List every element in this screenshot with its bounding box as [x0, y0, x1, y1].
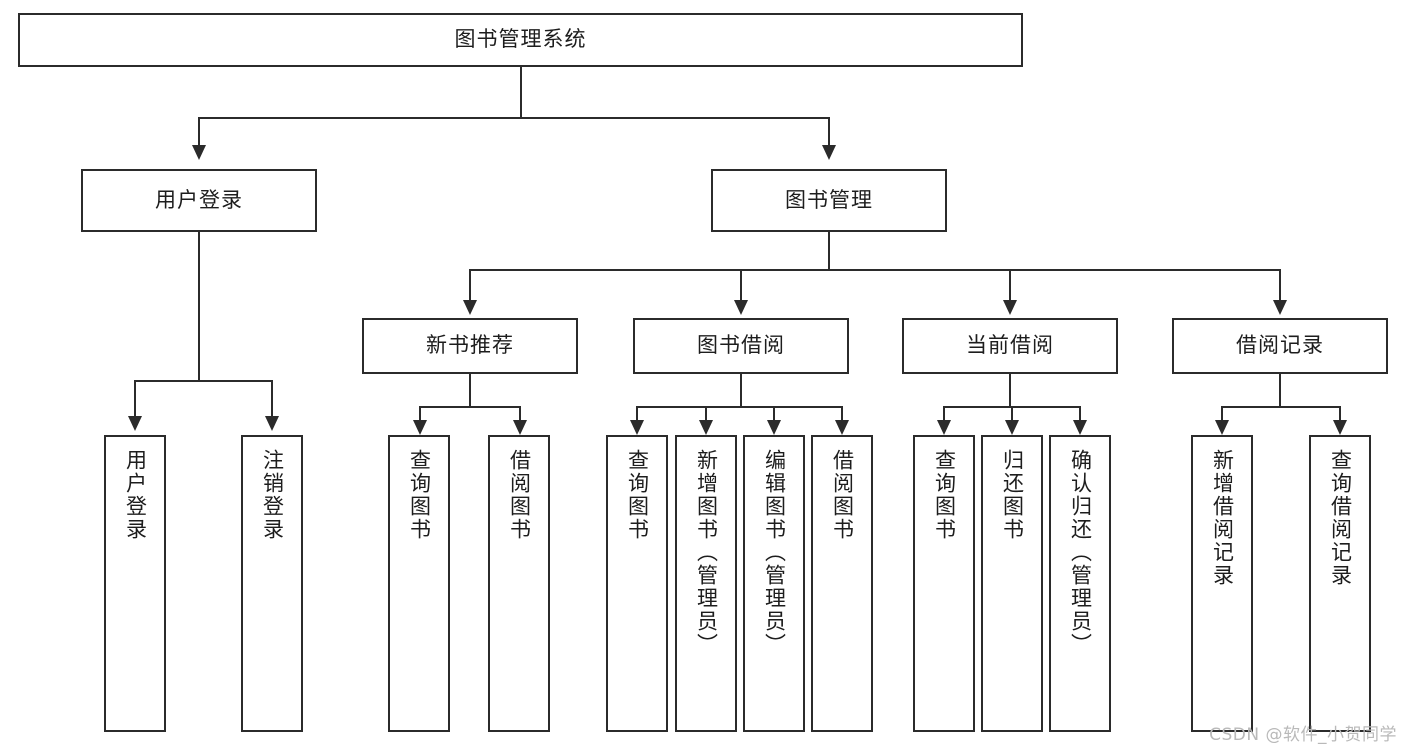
leaf-borrow-edit-book[interactable]: 编辑图书（管理员）: [743, 435, 805, 732]
connector-user-login-bus: [134, 380, 272, 382]
node-label: 图书管理: [785, 187, 873, 212]
connector-drop-bb-add: [705, 406, 707, 422]
arrowhead-book-mgmt: [822, 145, 836, 160]
node-root-system[interactable]: 图书管理系统: [18, 13, 1023, 67]
connector-drop-borrow-record: [1279, 269, 1281, 302]
leaf-label: 借阅图书: [830, 449, 855, 541]
leaf-label: 新增借阅记录: [1210, 449, 1235, 587]
connector-borrow-record-bus: [1221, 406, 1341, 408]
leaf-current-query-book[interactable]: 查询图书: [913, 435, 975, 732]
connector-drop-nb-query: [419, 406, 421, 422]
arrowhead-bb-edit: [767, 420, 781, 435]
connector-drop-book-borrow: [740, 269, 742, 302]
connector-drop-user-login: [198, 117, 200, 147]
leaf-borrow-borrow-book[interactable]: 借阅图书: [811, 435, 873, 732]
arrowhead-bb-add: [699, 420, 713, 435]
node-borrow-record[interactable]: 借阅记录: [1172, 318, 1388, 374]
connector-drop-leaf-user-login: [134, 380, 136, 418]
connector-drop-book-mgmt: [828, 117, 830, 147]
connector-drop-br-query: [1339, 406, 1341, 422]
node-label: 新书推荐: [426, 333, 514, 358]
connector-drop-cb-return: [1011, 406, 1013, 422]
node-book-borrow[interactable]: 图书借阅: [633, 318, 849, 374]
node-label: 图书管理系统: [454, 27, 587, 52]
leaf-label: 用户登录: [123, 449, 148, 541]
arrowhead-br-query: [1333, 420, 1347, 435]
arrowhead-cb-return: [1005, 420, 1019, 435]
node-book-management[interactable]: 图书管理: [711, 169, 947, 232]
connector-borrow-record-stem: [1279, 374, 1281, 406]
arrowhead-br-add: [1215, 420, 1229, 435]
leaf-label: 查询借阅记录: [1328, 449, 1353, 587]
node-user-login[interactable]: 用户登录: [81, 169, 317, 232]
arrowhead-bb-query: [630, 420, 644, 435]
leaf-current-confirm-return[interactable]: 确认归还（管理员）: [1049, 435, 1111, 732]
connector-drop-cb-query: [943, 406, 945, 422]
connector-book-borrow-bus: [636, 406, 843, 408]
leaf-user-login[interactable]: 用户登录: [104, 435, 166, 732]
connector-book-mgmt-stem: [828, 232, 830, 269]
connector-drop-nb-borrow: [519, 406, 521, 422]
leaf-new-book-query[interactable]: 查询图书: [388, 435, 450, 732]
leaf-logout[interactable]: 注销登录: [241, 435, 303, 732]
arrowhead-book-borrow: [734, 300, 748, 315]
leaf-new-book-borrow[interactable]: 借阅图书: [488, 435, 550, 732]
node-new-book-recommend[interactable]: 新书推荐: [362, 318, 578, 374]
leaf-record-add[interactable]: 新增借阅记录: [1191, 435, 1253, 732]
connector-user-login-stem: [198, 232, 200, 380]
connector-drop-leaf-logout: [271, 380, 273, 418]
leaf-label: 归还图书: [1000, 449, 1025, 541]
arrowhead-nb-query: [413, 420, 427, 435]
arrowhead-new-book: [463, 300, 477, 315]
node-label: 用户登录: [155, 187, 243, 212]
arrowhead-cb-query: [937, 420, 951, 435]
leaf-label: 编辑图书（管理员）: [762, 449, 787, 656]
connector-drop-cb-confirm: [1079, 406, 1081, 422]
leaf-borrow-query-book[interactable]: 查询图书: [606, 435, 668, 732]
leaf-label: 查询图书: [625, 449, 650, 541]
node-label: 借阅记录: [1236, 333, 1324, 358]
connector-drop-bb-edit: [773, 406, 775, 422]
connector-new-book-bus: [419, 406, 520, 408]
connector-current-borrow-stem: [1009, 374, 1011, 406]
connector-drop-br-add: [1221, 406, 1223, 422]
arrowhead-nb-borrow: [513, 420, 527, 435]
leaf-label: 新增图书（管理员）: [694, 449, 719, 656]
arrowhead-leaf-logout: [265, 416, 279, 431]
leaf-label: 查询图书: [407, 449, 432, 541]
arrowhead-user-login: [192, 145, 206, 160]
arrowhead-cb-confirm: [1073, 420, 1087, 435]
connector-new-book-stem: [469, 374, 471, 406]
arrowhead-borrow-record: [1273, 300, 1287, 315]
leaf-label: 查询图书: [932, 449, 957, 541]
leaf-current-return-book[interactable]: 归还图书: [981, 435, 1043, 732]
leaf-label: 确认归还（管理员）: [1068, 449, 1093, 656]
connector-level3-bus: [469, 269, 1281, 271]
node-label: 图书借阅: [697, 333, 785, 358]
arrowhead-current-borrow: [1003, 300, 1017, 315]
leaf-label: 借阅图书: [507, 449, 532, 541]
node-label: 当前借阅: [966, 333, 1054, 358]
connector-book-borrow-stem: [740, 374, 742, 406]
arrowhead-bb-borrow: [835, 420, 849, 435]
connector-drop-current-borrow: [1009, 269, 1011, 302]
arrowhead-leaf-user-login: [128, 416, 142, 431]
connector-drop-bb-query: [636, 406, 638, 422]
leaf-record-query[interactable]: 查询借阅记录: [1309, 435, 1371, 732]
connector-drop-bb-borrow: [841, 406, 843, 422]
leaf-borrow-add-book[interactable]: 新增图书（管理员）: [675, 435, 737, 732]
connector-drop-new-book: [469, 269, 471, 302]
leaf-label: 注销登录: [260, 449, 285, 541]
connector-root-stem: [520, 67, 522, 117]
node-current-borrow[interactable]: 当前借阅: [902, 318, 1118, 374]
connector-level2-bus: [198, 117, 830, 119]
